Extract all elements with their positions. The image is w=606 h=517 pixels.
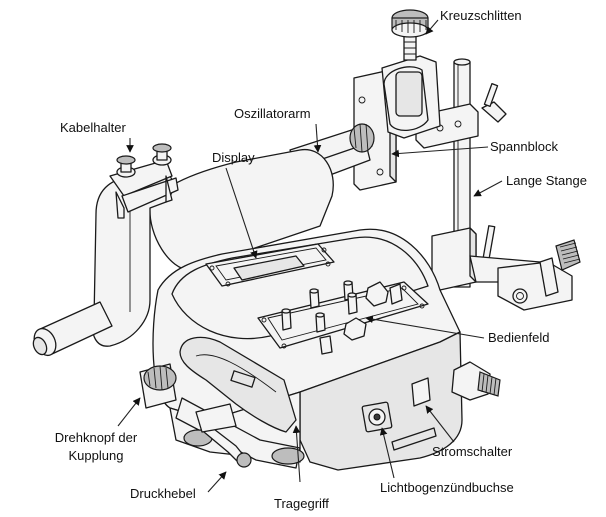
lower-clamp — [431, 225, 581, 311]
leader-tragegriff — [292, 425, 301, 483]
label-spannblock: Spannblock — [490, 139, 558, 154]
label-bedienfeld: Bedienfeld — [488, 330, 550, 345]
pressure-lever — [195, 403, 252, 468]
leader-lichtbogen — [379, 427, 395, 479]
label-oszillatorarm: Oszillatorarm — [234, 106, 311, 121]
cross-slide — [381, 9, 441, 139]
label-druckhebel: Druckhebel — [130, 486, 196, 501]
front-sockets — [361, 361, 501, 451]
leader-kreuzschlitten — [425, 19, 439, 35]
label-display: Display — [212, 150, 255, 165]
control-knobs — [281, 280, 403, 355]
label-tragegriff: Tragegriff — [274, 496, 329, 511]
leader-lines — [117, 19, 503, 493]
label-stromschalter: Stromschalter — [432, 444, 513, 459]
leader-spannblock — [391, 146, 489, 158]
label-drehknopf-line1: Drehknopf der — [54, 430, 138, 445]
leader-stromschalter — [425, 405, 455, 443]
leader-bedienfeld — [365, 315, 485, 339]
label-drehknopf-line2: Kupplung — [68, 448, 124, 463]
label-lange-stange: Lange Stange — [506, 173, 587, 188]
label-kreuzschlitten: Kreuzschlitten — [440, 8, 522, 23]
clutch-knob — [143, 365, 177, 391]
leader-drehknopf — [117, 397, 141, 427]
leader-lange-stange — [473, 180, 503, 197]
leader-oszillatorarm — [313, 123, 322, 153]
leader-display — [225, 167, 258, 259]
main-housing — [32, 143, 501, 471]
label-kabelhalter: Kabelhalter — [60, 120, 126, 135]
label-lichtbogen: Lichtbogenzündbuchse — [380, 480, 514, 495]
leader-druckhebel — [207, 471, 227, 493]
